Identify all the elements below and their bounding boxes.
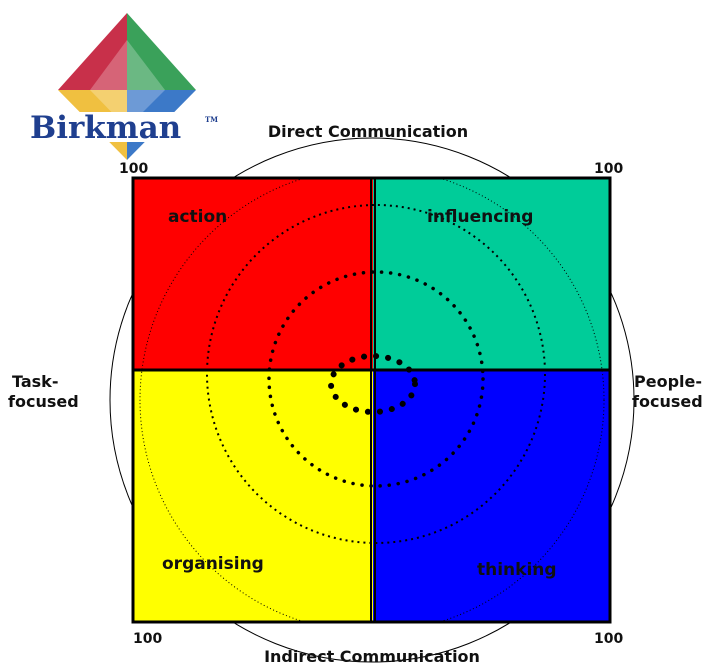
outer-ring (109, 137, 635, 663)
logo-red-facet (58, 13, 127, 90)
axis-label-right-2: focused (632, 392, 703, 411)
logo-green-facet (127, 13, 196, 90)
logo-shine (90, 40, 165, 128)
birkman-logo: Birkman TM (26, 13, 222, 160)
quadrant-thinking (373, 370, 610, 622)
corner-value-bottom-left: 100 (133, 631, 162, 647)
axis-label-left-1: Task- (12, 372, 58, 391)
axis-label-top: Direct Communication (268, 122, 468, 141)
axis-label-bottom: Indirect Communication (264, 647, 480, 666)
label-influencing: influencing (427, 207, 533, 227)
logo-text-backdrop (26, 112, 222, 142)
corner-value-top-right: 100 (594, 161, 623, 177)
ring-center (328, 353, 418, 415)
axis-label-right-1: People- (634, 372, 702, 391)
quadrant-influencing (373, 178, 610, 370)
logo-trademark: TM (205, 115, 218, 124)
label-organising: organising (162, 554, 264, 574)
logo-text: Birkman (30, 110, 181, 146)
corner-value-top-left: 100 (119, 161, 148, 177)
quadrant-action (133, 178, 373, 370)
ring-small (267, 270, 485, 488)
axis-label-left-2: focused (8, 392, 79, 411)
label-thinking: thinking (477, 560, 557, 580)
corner-value-bottom-right: 100 (594, 631, 623, 647)
label-action: action (168, 207, 227, 227)
quadrant-organising (133, 370, 373, 622)
ring-large (139, 178, 605, 622)
